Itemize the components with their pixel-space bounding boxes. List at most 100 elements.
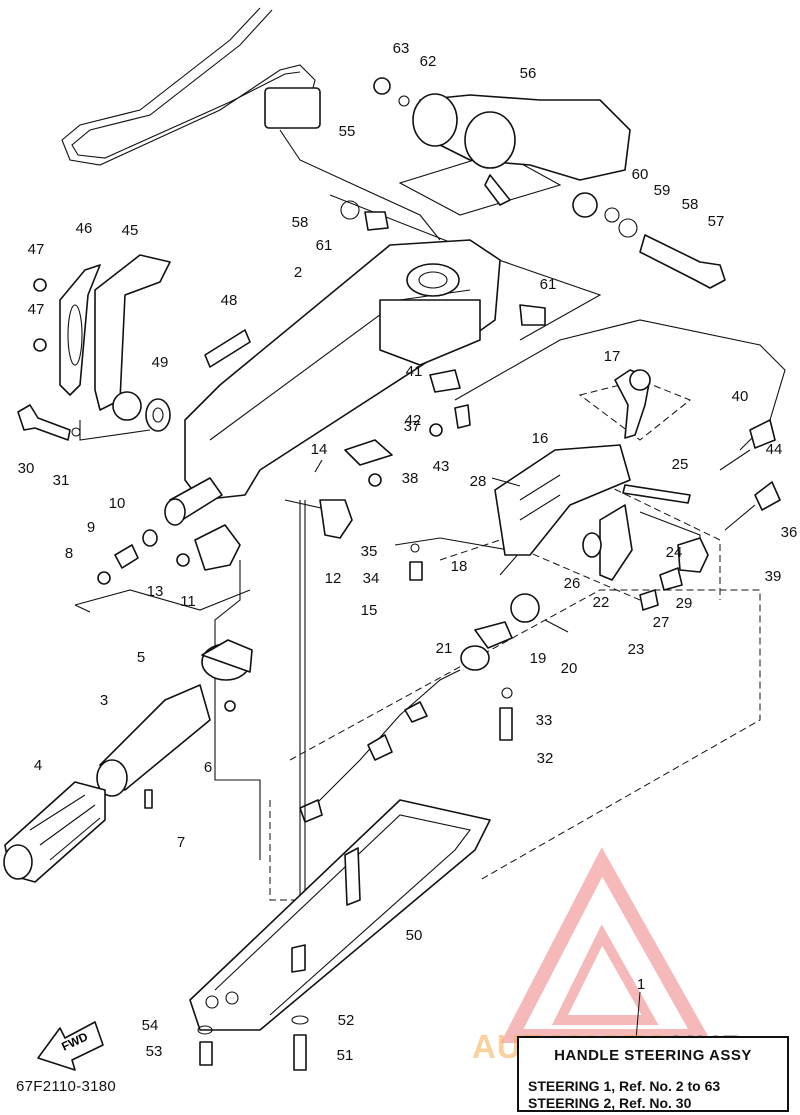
bolt-30 (17, 404, 81, 441)
callout-47: 47 (28, 241, 45, 258)
callout-12: 12 (325, 570, 342, 587)
callout-40: 40 (732, 388, 749, 405)
callout-21: 21 (436, 640, 453, 657)
callout-46: 46 (76, 220, 93, 237)
callout-5: 5 (137, 649, 145, 666)
leader-1 (635, 991, 641, 1041)
callout-36: 36 (781, 524, 798, 541)
callout-30: 30 (18, 460, 35, 477)
bracket-45 (94, 254, 171, 421)
callout-20: 20 (561, 660, 578, 677)
callout-35: 35 (361, 543, 378, 560)
watermark-triangle-icon (500, 847, 712, 1043)
collar-5 (201, 639, 253, 681)
callout-39: 39 (765, 568, 782, 585)
clips-37-43 (314, 369, 471, 487)
callout-3: 3 (100, 692, 108, 709)
bolt-57 (340, 192, 726, 326)
callout-13: 13 (147, 583, 164, 600)
cam-22-26 (582, 504, 633, 581)
callout-16: 16 (532, 430, 549, 447)
callout-24: 24 (666, 544, 683, 561)
bolts-32-33 (499, 687, 513, 741)
callout-53: 53 (146, 1043, 163, 1060)
callout-63: 63 (393, 40, 410, 57)
callout-7: 7 (177, 834, 185, 851)
title-box: HANDLE STEERING ASSY STEERING 1, Ref. No… (517, 1036, 789, 1112)
callout-26: 26 (564, 575, 581, 592)
screw-7 (144, 789, 153, 809)
callout-8: 8 (65, 545, 73, 562)
callout-61: 61 (316, 237, 333, 254)
title-box-heading: HANDLE STEERING ASSY (554, 1047, 752, 1064)
callout-1: 1 (637, 976, 645, 993)
callout-32: 32 (537, 750, 554, 767)
screws-47 (33, 278, 47, 352)
callout-33: 33 (536, 712, 553, 729)
handle-body-2 (184, 239, 501, 501)
callout-34: 34 (363, 570, 380, 587)
diagram-code: 67F2110-3180 (16, 1078, 117, 1095)
title-box-row-2: STEERING 2, Ref. No. 30 (528, 1095, 692, 1111)
gear-19-21 (460, 593, 569, 671)
callout-47: 47 (28, 301, 45, 318)
callout-29: 29 (676, 595, 693, 612)
callout-42: 42 (405, 412, 422, 429)
fwd-arrow-icon: FWD (37, 1021, 104, 1071)
callout-55: 55 (339, 123, 356, 140)
callout-62: 62 (420, 53, 437, 70)
throttle-cable-55 (61, 7, 441, 241)
callout-44: 44 (766, 441, 783, 458)
callout-22: 22 (593, 594, 610, 611)
callout-58: 58 (292, 214, 309, 231)
block-24 (639, 537, 709, 611)
callout-54: 54 (142, 1017, 159, 1034)
callout-49: 49 (152, 354, 169, 371)
shaft-25 (622, 484, 691, 504)
decal-48 (204, 329, 251, 368)
shift-cable-18 (299, 669, 461, 823)
callout-43: 43 (433, 458, 450, 475)
callout-60: 60 (632, 166, 649, 183)
tie-rod (299, 500, 306, 950)
friction-knob-12 (284, 499, 353, 539)
callout-18: 18 (451, 558, 468, 575)
callout-9: 9 (87, 519, 95, 536)
callout-4: 4 (34, 757, 42, 774)
callout-56: 56 (520, 65, 537, 82)
upper-bracket-56 (373, 77, 631, 206)
callout-27: 27 (653, 614, 670, 631)
callout-57: 57 (708, 213, 725, 230)
callout-15: 15 (361, 602, 378, 619)
callout-50: 50 (406, 927, 423, 944)
callout-41: 41 (406, 363, 423, 380)
callout-2: 2 (294, 264, 302, 281)
callout-31: 31 (53, 472, 70, 489)
callout-11: 11 (180, 593, 196, 610)
callout-48: 48 (221, 292, 238, 309)
callout-23: 23 (628, 641, 645, 658)
callout-61: 61 (540, 276, 557, 293)
bolts-34-35-28 (409, 477, 521, 581)
callout-17: 17 (604, 348, 621, 365)
grip-sleeve-3 (96, 684, 211, 797)
washer-49 (145, 398, 171, 432)
callout-10: 10 (109, 495, 126, 512)
callout-58: 58 (682, 196, 699, 213)
link-plate-46 (59, 264, 101, 396)
cable-40-36 (454, 319, 786, 531)
base-plate-50 (189, 799, 491, 1031)
callout-59: 59 (654, 182, 671, 199)
callout-45: 45 (122, 222, 139, 239)
callout-38: 38 (402, 470, 419, 487)
screw-6 (224, 700, 236, 712)
bracket-16 (494, 444, 631, 556)
throttle-grip-4 (3, 781, 106, 883)
callout-14: 14 (311, 441, 328, 458)
callout-37: 37 (404, 418, 421, 435)
callout-51: 51 (337, 1047, 354, 1064)
shift-arm-17 (614, 369, 651, 439)
